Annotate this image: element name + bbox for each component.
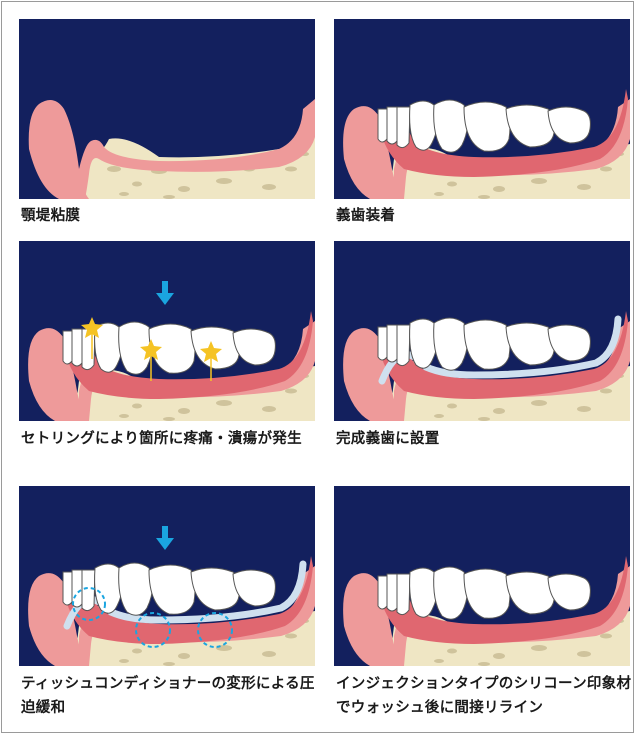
caption-indirect-reline: インジェクションタイプのシリコーン印象材でウォッシュ後に間接リライン [336, 672, 632, 720]
caption-denture-placement: 義歯装着 [336, 204, 636, 228]
ridge-mucosa-illustration [19, 19, 315, 199]
denture-placement-illustration [334, 19, 630, 199]
panel-tissue-conditioner [19, 486, 315, 666]
caption-liner-applied: 完成義歯に設置 [336, 427, 636, 451]
liner-applied-illustration [334, 241, 630, 421]
panel-indirect-reline [334, 486, 630, 666]
caption-ridge-mucosa: 顎堤粘膜 [21, 204, 321, 228]
panel-settling-pain [19, 241, 315, 421]
panel-liner-applied [334, 241, 630, 421]
caption-tissue-conditioner: ティッシュコンディショナーの変形による圧迫緩和 [21, 672, 321, 720]
panel-denture-placement [334, 19, 630, 199]
indirect-reline-illustration [334, 486, 630, 666]
panel-ridge-mucosa [19, 19, 315, 199]
settling-pain-illustration [19, 241, 315, 421]
tissue-conditioner-illustration [19, 486, 315, 666]
caption-settling-pain: セトリングにより箇所に疼痛・潰瘍が発生 [21, 427, 321, 451]
